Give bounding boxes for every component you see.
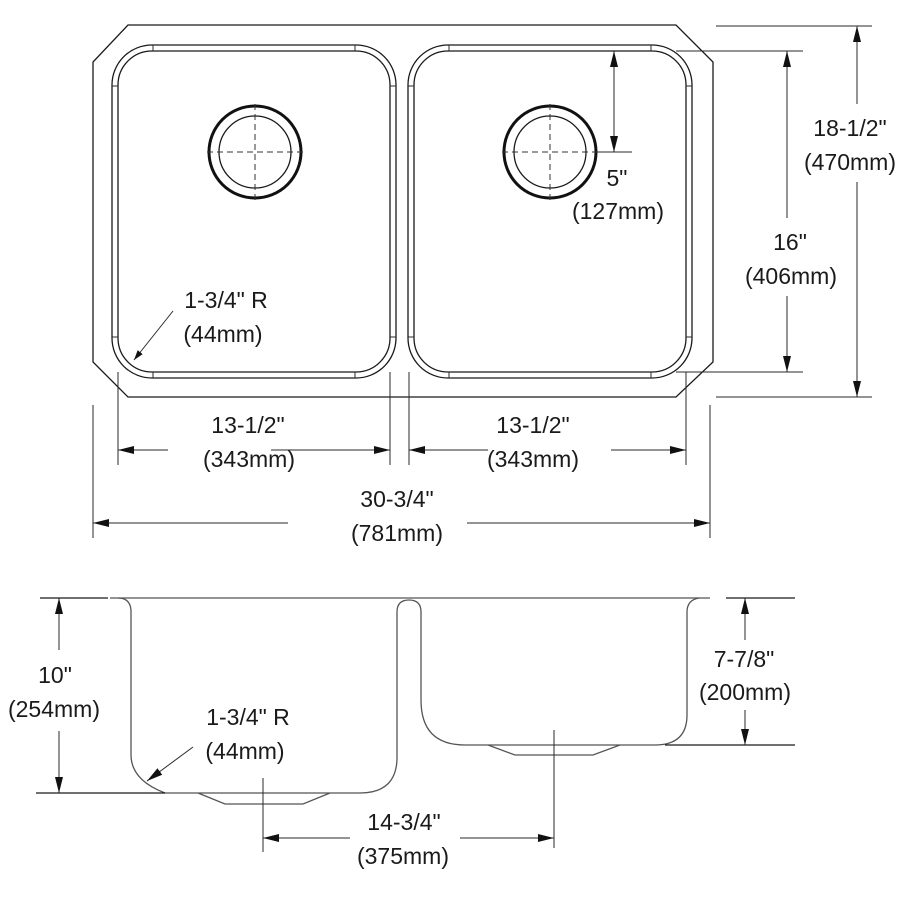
right-bowl-top (407, 44, 693, 379)
left-bowl-depth-imperial: 10" (38, 662, 72, 688)
top-view: 1-3/4" R (44mm) 5" (127mm) 16" (406mm) 1… (92, 24, 896, 546)
left-bowl-width-dimension: 13-1/2" (343mm) (118, 412, 390, 472)
left-bowl-depth-dimension: 10" (254mm) (8, 597, 165, 794)
right-bowl-width-dimension: 13-1/2" (343mm) (409, 412, 686, 472)
drain-spacing-dimension: 14-3/4" (375mm) (262, 730, 555, 869)
right-bowl-depth-metric: (200mm) (699, 679, 791, 705)
drain-offset-dimension: 5" (127mm) (572, 51, 664, 224)
corner-radius-metric: (44mm) (183, 321, 262, 347)
overall-depth-metric: (470mm) (804, 149, 896, 175)
right-bowl-depth-dimension: 7-7/8" (200mm) (665, 597, 795, 746)
corner-radius-callout-front: 1-3/4" R (44mm) (146, 704, 290, 782)
bottom-radius-metric: (44mm) (205, 738, 284, 764)
corner-radius-callout-top: 1-3/4" R (44mm) (133, 287, 268, 361)
right-bowl-width-metric: (343mm) (487, 446, 579, 472)
corner-radius-imperial: 1-3/4" R (184, 287, 268, 313)
left-bowl-profile (117, 597, 422, 794)
overall-width-imperial: 30-3/4" (360, 486, 433, 512)
left-bowl-width-metric: (343mm) (203, 446, 295, 472)
drain-spacing-imperial: 14-3/4" (367, 809, 440, 835)
drain-offset-metric: (127mm) (572, 198, 664, 224)
bowl-depth-dimension: 16" (406mm) (676, 50, 837, 373)
left-bowl-depth-metric: (254mm) (8, 696, 100, 722)
right-bowl-depth-imperial: 7-7/8" (714, 646, 775, 672)
drain-spacing-metric: (375mm) (357, 843, 449, 869)
overall-depth-dimension: 18-1/2" (470mm) (716, 25, 896, 398)
right-drain-icon (502, 104, 598, 200)
overall-depth-imperial: 18-1/2" (813, 115, 886, 141)
right-bowl-width-imperial: 13-1/2" (496, 412, 569, 438)
front-view: 10" (254mm) 1-3/4" R (44mm) 7-7/8" (200m… (8, 597, 795, 869)
left-bowl-top (111, 44, 397, 379)
left-bowl-width-imperial: 13-1/2" (211, 412, 284, 438)
right-bowl-profile (420, 597, 700, 746)
bottom-radius-imperial: 1-3/4" R (206, 704, 290, 730)
bowl-depth-imperial: 16" (773, 229, 807, 255)
overall-width-dimension: 30-3/4" (781mm) (93, 486, 710, 546)
drain-offset-imperial: 5" (607, 165, 628, 191)
overall-width-metric: (781mm) (351, 520, 443, 546)
left-drain-icon (207, 104, 303, 200)
bowl-depth-metric: (406mm) (745, 263, 837, 289)
sink-outer-flange (92, 24, 714, 398)
